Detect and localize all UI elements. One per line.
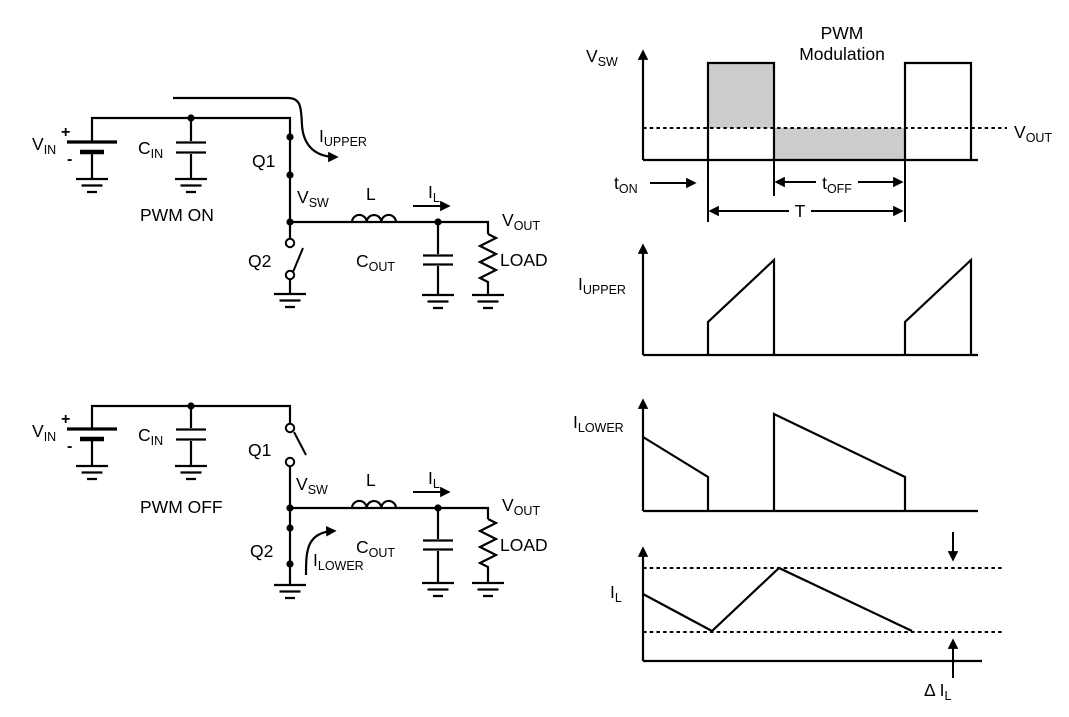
junction-dot: [286, 171, 294, 179]
cout-capacitor-icon: [423, 222, 453, 295]
vout-label: VOUT: [502, 210, 540, 233]
waveform-vsw-chart: VSW PWM Modulation VOUT tON tOFF T: [586, 23, 1052, 222]
circuit-pwm-off: VIN + - CIN Q1 VSW PWM OFF L IL VOUT COU…: [32, 402, 548, 600]
ton-label: tON: [614, 173, 638, 196]
vout-ref-label: VOUT: [1014, 122, 1052, 145]
minus-sign: -: [67, 438, 72, 455]
pwm-title-line1: PWM: [821, 23, 864, 43]
delta-il-label: Δ IL: [924, 680, 951, 703]
load-label: LOAD: [500, 250, 548, 270]
cout-label: COUT: [356, 251, 395, 274]
load-resistor-icon: [477, 518, 499, 583]
switch-blade: [292, 247, 304, 273]
junction-dot: [286, 560, 294, 568]
ilower-trace-1: [642, 436, 710, 511]
ground-icon: [175, 177, 207, 194]
pwm-title-line2: Modulation: [799, 44, 885, 64]
iupper-wave-label: IUPPER: [578, 274, 626, 297]
ilower-trace-2: [772, 412, 907, 511]
junction-dot: [286, 524, 294, 532]
ground-icon: [175, 464, 207, 481]
il-label: IL: [428, 182, 440, 205]
cin-capacitor-icon: [176, 114, 206, 179]
junction-dot: [286, 133, 294, 141]
ground-icon: [274, 292, 306, 309]
minus-sign: -: [67, 151, 72, 168]
ground-icon: [76, 177, 108, 194]
plus-sign: +: [61, 124, 70, 141]
vsw-label: VSW: [297, 187, 329, 210]
q1-switch-closed-icon: [286, 133, 294, 179]
battery-icon: [67, 427, 117, 466]
pulse-1-outline: [706, 61, 776, 160]
capacitor-body: [176, 406, 206, 466]
mode-label: PWM OFF: [140, 497, 223, 517]
ground-icon: [274, 583, 306, 600]
q2-switch-closed-icon: [286, 508, 294, 584]
q1-label: Q1: [252, 151, 275, 171]
mode-label: PWM ON: [140, 205, 214, 225]
capacitor-body: [423, 508, 453, 582]
iupper-trace-1: [706, 257, 776, 355]
iupper-trace-2: [903, 257, 973, 355]
waveform-il-chart: IL Δ IL: [610, 532, 1003, 703]
q2-switch-open-icon: [284, 222, 304, 294]
waveform-ilower-chart: ILOWER: [573, 398, 978, 513]
period-label: T: [795, 201, 806, 221]
off-shaded-region: [774, 128, 905, 160]
main-wire: [90, 116, 490, 234]
cin-capacitor-icon: [176, 402, 206, 466]
q1-switch-open-icon: [284, 422, 307, 508]
cout-label: COUT: [356, 537, 395, 560]
ground-icon: [422, 581, 454, 598]
inductor-icon: [350, 213, 398, 223]
waveform-iupper-chart: IUPPER: [578, 243, 978, 357]
iupper-current-arrow-icon: [173, 96, 339, 163]
capacitor-body: [176, 118, 206, 179]
toff-label: tOFF: [822, 173, 852, 196]
on-shaded-region: [708, 63, 774, 128]
ilower-wave-label: ILOWER: [573, 412, 624, 435]
q2-label: Q2: [250, 541, 273, 561]
circuit-pwm-on: VIN + - CIN Q1 VSW PWM ON L IL VOUT COUT…: [32, 96, 548, 310]
switch-contact: [284, 456, 296, 468]
pulse-2-outline: [903, 61, 973, 160]
capacitor-body: [423, 222, 453, 295]
battery-icon: [67, 140, 117, 179]
inductor-label: L: [366, 470, 376, 490]
cout-capacitor-icon: [423, 508, 453, 582]
plus-sign: +: [61, 411, 70, 428]
load-label: LOAD: [500, 535, 548, 555]
il-wave-label: IL: [610, 582, 622, 605]
vsw-label: VSW: [296, 474, 328, 497]
inductor-label: L: [366, 184, 376, 204]
switch-contact: [284, 269, 296, 281]
ilower-current-arrow-icon: [304, 526, 337, 576]
switch-contact: [284, 422, 296, 434]
inductor-icon: [350, 499, 398, 509]
switch-blade: [293, 431, 307, 456]
dimension-ticks: [707, 160, 906, 222]
ground-icon: [422, 293, 454, 310]
q2-label: Q2: [248, 251, 271, 271]
il-trace: [642, 566, 913, 633]
output-wire: [290, 506, 490, 519]
q1-label: Q1: [248, 440, 271, 460]
il-label: IL: [428, 468, 440, 491]
load-resistor-icon: [477, 233, 499, 295]
vout-label: VOUT: [502, 495, 540, 518]
cin-label: CIN: [138, 425, 163, 448]
vsw-axis-label: VSW: [586, 46, 618, 69]
iupper-label: IUPPER: [319, 126, 367, 149]
vin-label: VIN: [32, 134, 56, 157]
ground-icon: [76, 464, 108, 481]
switch-contact: [284, 237, 296, 249]
ilower-label: ILOWER: [313, 550, 364, 573]
ground-icon: [472, 581, 504, 598]
vin-label: VIN: [32, 421, 56, 444]
ground-icon: [472, 293, 504, 310]
cin-label: CIN: [138, 138, 163, 161]
